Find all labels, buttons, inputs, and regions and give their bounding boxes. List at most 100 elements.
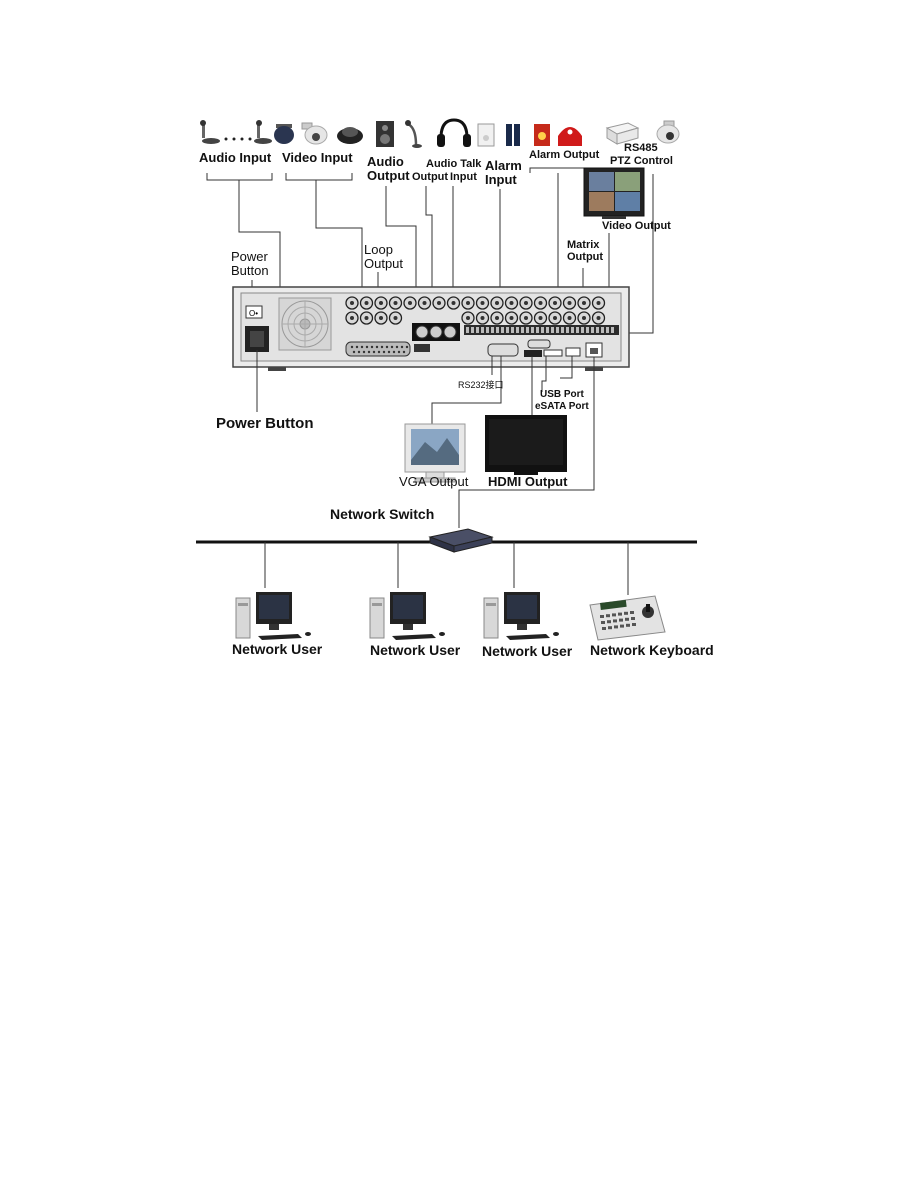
network-user-label-2: Network User: [370, 642, 461, 658]
speed-dome-camera-icon: [301, 122, 328, 145]
dvr-rear-panel: O•: [232, 286, 630, 371]
network-switch-icon: [428, 528, 494, 553]
audio-output-label: Audio Output: [367, 154, 410, 183]
db25-pin: [367, 350, 371, 354]
keyboard-key: [613, 619, 617, 623]
network-drop-lines: [264, 542, 629, 595]
terminal-pin: [551, 327, 554, 333]
terminal-pin: [476, 327, 479, 333]
headphones-icon: [437, 118, 471, 147]
alarm-input-label: Alarm Input: [485, 158, 522, 187]
usb-port-icon: [565, 347, 581, 357]
keyboard-key: [612, 613, 616, 617]
ptz-control-label: PTZ Control: [610, 155, 673, 167]
terminal-pin: [536, 327, 539, 333]
db25-pin: [352, 350, 356, 354]
db25-pin: [375, 345, 379, 349]
pir-sensor-icon: [477, 123, 495, 147]
video-output-monitor-icon: [583, 167, 645, 219]
terminal-pin: [546, 327, 549, 333]
db25-pin: [382, 350, 386, 354]
keyboard-key: [601, 621, 605, 624]
audio-talk-input-label: Input: [450, 171, 477, 183]
keyboard-key: [608, 626, 612, 630]
terminal-pin: [496, 327, 499, 333]
terminal-pin: [516, 327, 519, 333]
keyboard-key: [614, 625, 618, 629]
power-switch-icon: [245, 305, 263, 319]
audio-talk-output-label: Output: [412, 171, 449, 183]
db25-pin: [390, 345, 394, 349]
terminal-pin: [586, 327, 589, 333]
terminal-pin: [471, 327, 474, 333]
loop-output-label: Loop Output: [364, 242, 404, 271]
power-button-top-label: Power Button: [231, 249, 269, 278]
alarm-light-icon: [558, 127, 582, 146]
power-button-bottom-label: Power Button: [216, 415, 314, 432]
hdmi-tv-icon: [485, 415, 567, 475]
terminal-pin: [511, 327, 514, 333]
hdmi-output-label: HDMI Output: [488, 474, 568, 489]
db25-pin: [365, 345, 369, 349]
black-dome-camera-icon: [337, 127, 363, 144]
vga-port-icon: [487, 343, 519, 357]
esata-port-label: eSATA Port: [535, 401, 589, 412]
db25-pin: [402, 350, 406, 354]
terminal-pin: [466, 327, 469, 333]
db25-pin: [372, 350, 376, 354]
terminal-pin: [481, 327, 484, 333]
terminal-pin: [531, 327, 534, 333]
door-contact-icon: [506, 124, 520, 146]
microphone-icon: [405, 120, 422, 148]
network-user-pc-icon: [483, 592, 559, 640]
dome-camera-icon: [274, 124, 294, 144]
db25-pin: [370, 345, 374, 349]
db25-pin: [395, 345, 399, 349]
db25-pin: [405, 345, 409, 349]
esata-port-icon: [543, 349, 563, 357]
terminal-pin: [601, 327, 604, 333]
audio-input-bracket: [206, 173, 273, 181]
network-user-pc-icon: [369, 592, 445, 640]
db25-pin: [392, 350, 396, 354]
db25-pin: [362, 350, 366, 354]
network-user-label-3: Network User: [482, 643, 573, 659]
terminal-pin: [501, 327, 504, 333]
keyboard-key: [632, 623, 636, 626]
keyboard-key: [626, 623, 630, 627]
db25-pin: [355, 345, 359, 349]
rs485-decoder-icon: [605, 122, 640, 145]
terminal-pin: [486, 327, 489, 333]
video-output-label: Video Output: [602, 220, 671, 232]
ptz-camera-icon: [656, 120, 680, 144]
vga-monitor-icon: [404, 423, 466, 483]
hdmi-port-icon: [524, 350, 542, 357]
network-user-label-1: Network User: [232, 641, 323, 657]
db25-pin: [360, 345, 364, 349]
terminal-pin: [596, 327, 599, 333]
terminal-pin: [506, 327, 509, 333]
alarm-siren-icon: [534, 124, 550, 146]
audio-input-microphone-icon: [200, 120, 220, 144]
terminal-pin: [526, 327, 529, 333]
alarm-output-label: Alarm Output: [529, 149, 600, 161]
keyboard-key: [606, 614, 610, 618]
terminal-pin: [571, 327, 574, 333]
db25-connector-icon: [345, 341, 411, 357]
fan-grille-icon: [278, 297, 332, 351]
terminal-pin: [541, 327, 544, 333]
keyboard-key: [607, 620, 611, 624]
network-keyboard-label: Network Keyboard: [590, 642, 714, 658]
keyboard-key: [624, 611, 628, 615]
rs485-label: RS485: [624, 142, 658, 154]
matrix-output-label: Matrix Output: [567, 239, 604, 263]
db25-pin: [397, 350, 401, 354]
rs232-label: RS232接口: [458, 380, 504, 390]
video-input-bracket: [285, 173, 353, 181]
db25-pin: [377, 350, 381, 354]
terminal-pin: [611, 327, 614, 333]
keyboard-key: [618, 612, 622, 616]
svg-text:O•: O•: [249, 309, 258, 318]
terminal-pin: [566, 327, 569, 333]
